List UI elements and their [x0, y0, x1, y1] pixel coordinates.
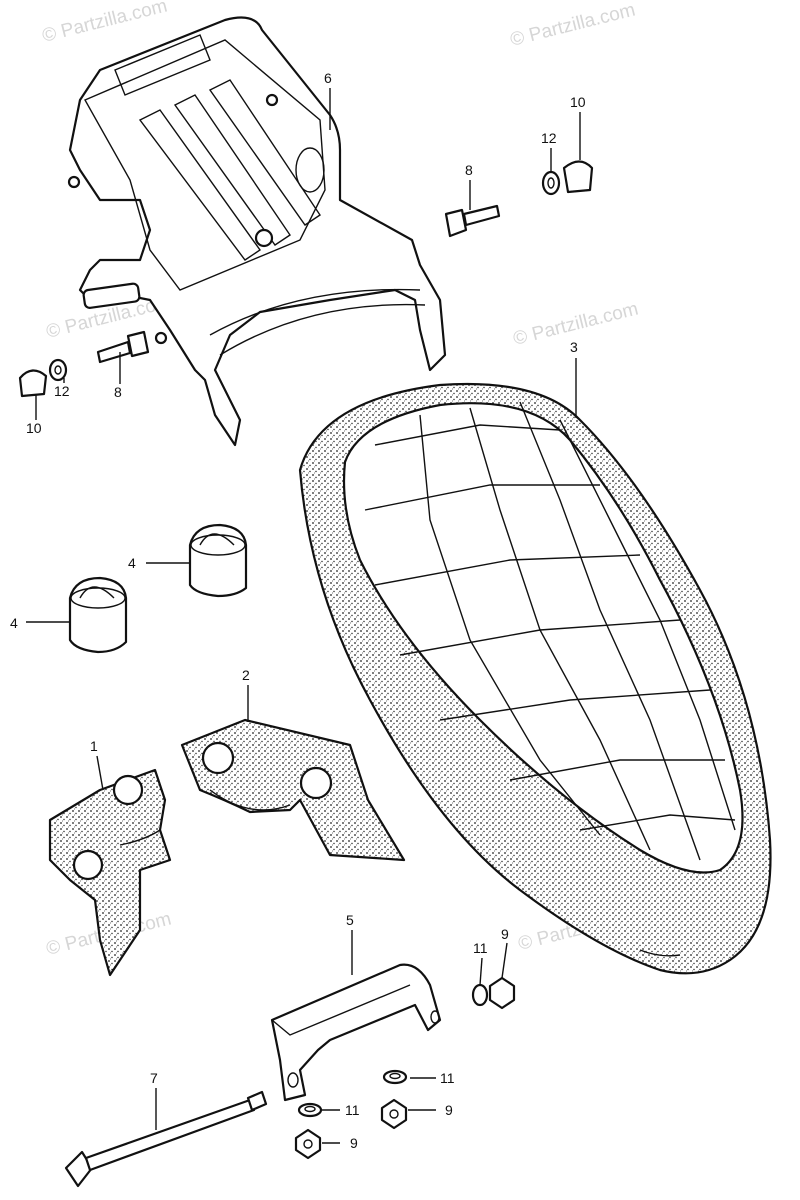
- washer-11-b-part[interactable]: [382, 1069, 408, 1085]
- washer-11-c-part[interactable]: [297, 1102, 323, 1118]
- callout-1: 1: [90, 738, 98, 754]
- callout-11-c: 11: [345, 1102, 360, 1118]
- callout-labels: 6 3 8 8 10 10 12 12 4 4 1 2 5 7 9 11 11 …: [10, 70, 586, 1151]
- callout-4-upper: 4: [128, 555, 136, 571]
- cushion-4-upper-part[interactable]: [188, 523, 248, 598]
- callout-11-a: 11: [473, 940, 488, 956]
- callout-6: 6: [324, 70, 332, 86]
- luggage-rack-part[interactable]: [67, 16, 447, 447]
- nut-9-a-part[interactable]: [488, 976, 516, 1010]
- callout-8-top: 8: [465, 162, 473, 178]
- bracket-1-part[interactable]: [48, 768, 172, 977]
- washer-12-left-part[interactable]: [48, 358, 68, 382]
- cap-nut-10-left-part[interactable]: [18, 369, 48, 398]
- bracket-5-part[interactable]: [270, 963, 442, 1102]
- leader-lines: [26, 88, 581, 1144]
- callout-4-lower: 4: [10, 615, 18, 631]
- watermark-text: © Partzilla.com: [40, 0, 169, 47]
- callout-3: 3: [570, 339, 578, 355]
- bolt-8-left-part[interactable]: [96, 330, 150, 364]
- nut-9-c-part[interactable]: [294, 1128, 322, 1160]
- callout-7: 7: [150, 1070, 158, 1086]
- bolt-8-top-part[interactable]: [444, 204, 501, 238]
- cap-nut-10-top-part[interactable]: [562, 160, 594, 194]
- callout-10-left: 10: [26, 420, 42, 436]
- long-bolt-7-part[interactable]: [64, 1090, 268, 1188]
- bracket-2-part[interactable]: [180, 718, 406, 862]
- callout-11-b: 11: [440, 1070, 455, 1086]
- nut-9-b-part[interactable]: [380, 1098, 408, 1130]
- callout-12-left: 12: [54, 383, 70, 399]
- callout-8-left: 8: [114, 384, 122, 400]
- callout-9-c: 9: [350, 1135, 358, 1151]
- callout-9-b: 9: [445, 1102, 453, 1118]
- callout-12-top: 12: [541, 130, 557, 146]
- cushion-4-lower-part[interactable]: [68, 576, 128, 654]
- callout-9-a: 9: [501, 926, 509, 942]
- callout-10-top: 10: [570, 94, 586, 110]
- seat-part[interactable]: [298, 382, 772, 975]
- washer-12-top-part[interactable]: [541, 170, 561, 196]
- callout-5: 5: [346, 912, 354, 928]
- washer-11-a-part[interactable]: [471, 983, 489, 1007]
- callout-2: 2: [242, 667, 250, 683]
- watermark-text: © Partzilla.com: [508, 0, 637, 51]
